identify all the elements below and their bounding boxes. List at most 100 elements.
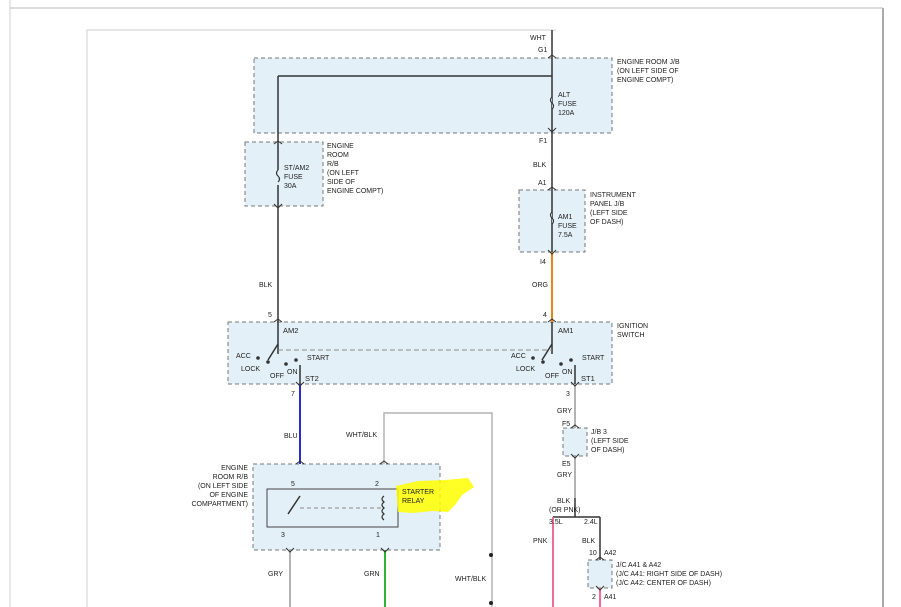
am1-fuse-label-2: FUSE: [558, 223, 577, 230]
engine-room-rb-label-1: ENGINE: [327, 143, 354, 150]
instrument-panel-label-4: OF DASH): [590, 219, 623, 226]
instrument-panel-label-3: (LEFT SIDE: [590, 210, 628, 217]
ignition-label-2: SWITCH: [617, 332, 645, 339]
relay-box-label-2: ROOM R/B: [213, 474, 249, 481]
pin-g1: G1: [538, 47, 547, 54]
ignition-left-start: START: [307, 355, 330, 362]
starter-relay-label-1: STARTER: [402, 489, 434, 496]
jb3-label-2: (LEFT SIDE: [591, 438, 629, 445]
wires: [277, 30, 601, 607]
wire-label-blk-lower: BLK: [582, 538, 596, 545]
wire-wht-blk: [383, 412, 493, 607]
engine-room-jb-label-2: (ON LEFT SIDE OF: [617, 68, 679, 75]
wire-label-gry-right-2: GRY: [557, 472, 572, 479]
engine-room-jb-label-3: ENGINE COMPT): [617, 77, 673, 84]
alt-fuse-icon: [549, 96, 555, 110]
instrument-panel-label-2: PANEL J/B: [590, 201, 625, 208]
connector-arrows: [273, 54, 605, 591]
pin-relay-2: 2: [375, 481, 379, 488]
starter-relay-label-2: RELAY: [402, 498, 425, 505]
engine-room-rb-label-5: SIDE OF: [327, 179, 355, 186]
ignition-left-acc: ACC: [236, 353, 251, 360]
relay-contact-icon: [287, 495, 301, 515]
ignition-right-acc: ACC: [511, 353, 526, 360]
relay-box-label-3: (ON LEFT SIDE: [198, 483, 248, 490]
ignition-contacts: [256, 356, 573, 366]
alt-fuse-label-1: ALT: [558, 92, 571, 99]
ignition-right-switch-icon: [541, 343, 553, 361]
wire-label-blk-right: BLK: [533, 162, 547, 169]
st-am2-fuse-label-1: ST/AM2: [284, 165, 309, 172]
ignition-left-on: ON: [287, 369, 298, 376]
wire-label-wht-top: WHT: [530, 35, 547, 42]
drawing-border: [86, 29, 556, 607]
relay-coil-icon: [381, 495, 385, 521]
engine-room-rb-label-4: (ON LEFT: [327, 170, 360, 177]
wire-label-gry-bottom: GRY: [268, 571, 283, 578]
pin-f1: F1: [539, 138, 547, 145]
ignition-right-am1: AM1: [558, 326, 573, 335]
instrument-panel-label-1: INSTRUMENT: [590, 192, 637, 199]
alt-fuse-label-2: FUSE: [558, 101, 577, 108]
am1-fuse-label-1: AM1: [558, 214, 573, 221]
engine-room-rb-label-3: R/B: [327, 161, 339, 168]
ignition-left-off: OFF: [270, 373, 284, 380]
jb3-box: [562, 427, 588, 457]
pin-i4: I4: [540, 259, 546, 266]
pin-relay-5: 5: [291, 481, 295, 488]
relay-box-label-5: COMPARTMENT): [191, 501, 248, 508]
ignition-right-st1: ST1: [581, 374, 595, 383]
engine-room-rb-box: [244, 141, 324, 207]
ignition-right-lock: LOCK: [516, 366, 535, 373]
wire-label-wht-blk-2: WHT/BLK: [455, 576, 486, 583]
relay-box-label-1: ENGINE: [221, 465, 248, 472]
pin-4-right: 4: [543, 312, 547, 319]
wire-label-blk-pnk-2: (OR PNK): [549, 507, 581, 514]
wire-label-blu: BLU: [284, 433, 298, 440]
st-am2-fuse-label-2: FUSE: [284, 174, 303, 181]
ignition-switch-box: [227, 321, 613, 385]
wire-label-size-3-5: 3.5L: [549, 519, 563, 526]
pin-a42: A42: [604, 550, 617, 557]
engine-room-jb-label-1: ENGINE ROOM J/B: [617, 59, 680, 66]
pin-a41: A41: [604, 594, 617, 601]
ignition-left-am2: AM2: [283, 326, 298, 335]
ignition-left-lock: LOCK: [241, 366, 260, 373]
am1-fuse-icon: [549, 211, 555, 225]
wire-label-grn-bottom: GRN: [364, 571, 380, 578]
am1-fuse-label-3: 7.5A: [558, 232, 573, 239]
wire-label-size-2-4: 2.4L: [584, 519, 598, 526]
pin-3-right: 3: [566, 391, 570, 398]
pin-a41-2: 2: [592, 594, 596, 601]
relay-box-label-4: OF ENGINE: [209, 492, 248, 499]
wire-label-blk-pnk-1: BLK: [557, 498, 571, 505]
st-am2-fuse-icon: [275, 169, 281, 183]
engine-room-rb-label-6: ENGINE COMPT): [327, 188, 383, 195]
ignition-right-start: START: [582, 355, 605, 362]
ignition-right-off: OFF: [545, 373, 559, 380]
jc-label-2: (J/C A41: RIGHT SIDE OF DASH): [616, 571, 722, 578]
alt-fuse-label-3: 120A: [558, 110, 575, 117]
wire-label-wht-blk-1: WHT/BLK: [346, 432, 377, 439]
wire-label-org: ORG: [532, 282, 548, 289]
st-am2-fuse-label-3: 30A: [284, 183, 297, 190]
wire-label-gry-right: GRY: [557, 408, 572, 415]
ignition-left-st2: ST2: [305, 374, 319, 383]
wire-label-blk-left: BLK: [259, 282, 273, 289]
jb3-label-3: OF DASH): [591, 447, 624, 454]
pin-5-left: 5: [268, 312, 272, 319]
jc-label-1: J/C A41 & A42: [616, 562, 661, 569]
pin-7: 7: [291, 391, 295, 398]
pin-a42-10: 10: [589, 550, 597, 557]
pin-e5: E5: [562, 461, 571, 468]
wire-label-pnk: PNK: [533, 538, 548, 545]
junction-dots: [489, 553, 493, 605]
ignition-right-on: ON: [562, 369, 573, 376]
pin-f5: F5: [562, 421, 570, 428]
jc-box: [587, 559, 613, 589]
jb3-label-1: J/B 3: [591, 429, 607, 436]
pin-relay-3: 3: [281, 532, 285, 539]
pin-a1: A1: [538, 180, 547, 187]
pin-relay-1: 1: [376, 532, 380, 539]
